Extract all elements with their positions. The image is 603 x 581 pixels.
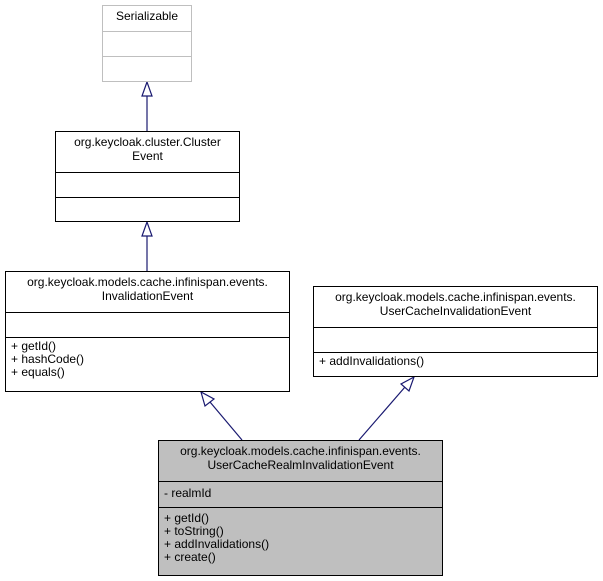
class-name-line: org.keycloak.models.cache.infinispan.eve… [180, 444, 421, 458]
method: + getId() [11, 339, 57, 353]
class-name-line: Event [132, 149, 163, 163]
inheritance-arrowhead [200, 390, 216, 408]
class-invalidation-event[interactable]: org.keycloak.models.cache.infinispan.eve… [5, 271, 290, 392]
inheritance-arrowhead [399, 375, 416, 393]
class-serializable[interactable]: Serializable [102, 5, 192, 82]
class-name-line: InvalidationEvent [101, 289, 194, 303]
attributes-section [103, 31, 191, 56]
method: + addInvalidations() [164, 537, 270, 551]
attributes-section [6, 312, 289, 337]
method: + toString() [164, 524, 224, 538]
class-name-line: org.keycloak.models.cache.infinispan.eve… [335, 290, 576, 304]
class-name-line: UserCacheInvalidationEvent [379, 304, 532, 318]
class-cluster-event[interactable]: org.keycloak.cluster.Cluster Event [55, 131, 240, 222]
class-name: org.keycloak.models.cache.infinispan.eve… [159, 441, 442, 481]
class-name: Serializable [115, 9, 179, 23]
class-user-cache-invalidation-event[interactable]: org.keycloak.models.cache.infinispan.eve… [313, 286, 598, 377]
attributes-section [314, 327, 597, 352]
method: + create() [164, 550, 216, 564]
inheritance-arrowhead [141, 220, 153, 237]
class-name-line: org.keycloak.cluster.Cluster [74, 135, 221, 149]
inheritance-arrowhead [141, 80, 153, 97]
edge-realm-to-invalidation [209, 401, 243, 441]
method: + addInvalidations() [319, 354, 425, 368]
edge-realm-to-usercache [358, 386, 406, 441]
class-name: org.keycloak.models.cache.infinispan.eve… [6, 272, 289, 312]
methods-section [56, 197, 239, 221]
methods-section: + getId() + toString() + addInvalidation… [159, 507, 442, 575]
class-name-line: org.keycloak.models.cache.infinispan.eve… [27, 275, 268, 289]
methods-section: + getId() + hashCode() + equals() [6, 337, 289, 391]
attribute: - realmId [164, 486, 212, 500]
class-name: org.keycloak.cluster.Cluster Event [56, 132, 239, 172]
method: + hashCode() [11, 352, 85, 366]
attributes-section: - realmId [159, 481, 442, 507]
method: + equals() [11, 365, 65, 379]
methods-section: + addInvalidations() [314, 352, 597, 376]
method: + getId() [164, 511, 210, 525]
class-user-cache-realm-invalidation-event[interactable]: org.keycloak.models.cache.infinispan.eve… [158, 440, 443, 576]
attributes-section [56, 172, 239, 197]
class-name-line: UserCacheRealmInvalidationEvent [207, 458, 394, 472]
class-name: org.keycloak.models.cache.infinispan.eve… [314, 287, 597, 327]
methods-section [103, 56, 191, 81]
